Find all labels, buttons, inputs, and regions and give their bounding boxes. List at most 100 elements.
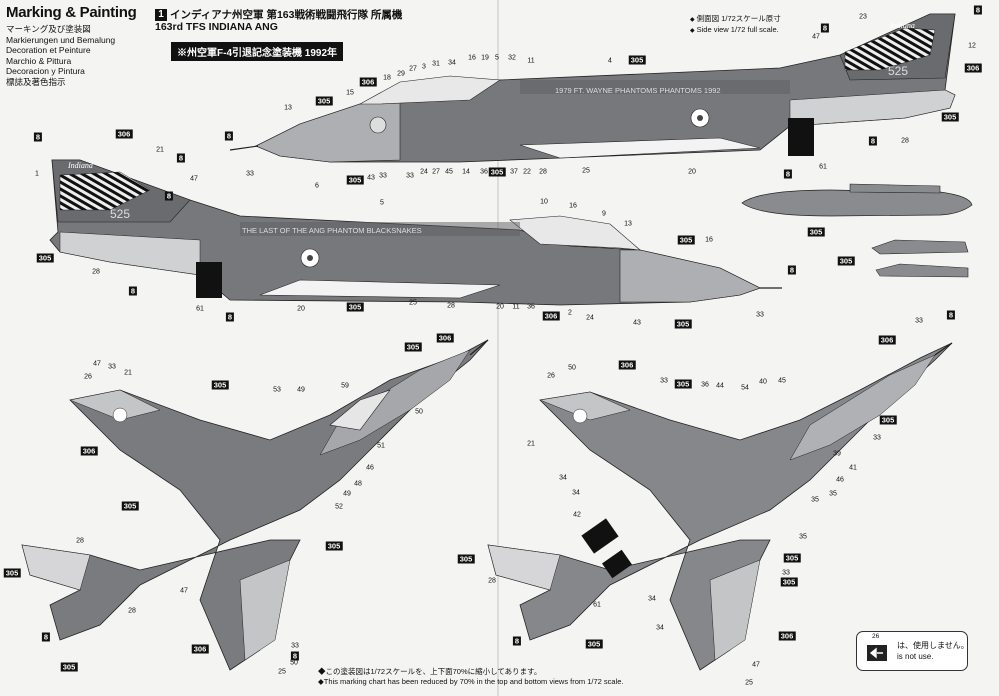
decal-callout: 35 <box>799 533 807 541</box>
decal-callout: 50 <box>568 364 576 372</box>
decal-callout: 32 <box>508 54 516 62</box>
decal-callout: 20 <box>297 305 305 313</box>
decal-callout: 21 <box>156 146 164 154</box>
decal-callout: 16 <box>569 202 577 210</box>
decal-callout: 21 <box>527 440 535 448</box>
decal-callout: 34 <box>572 489 580 497</box>
decal-callout: 306 <box>115 129 133 139</box>
decal-callout: 306 <box>436 333 454 343</box>
decal-callout: 306 <box>618 360 636 370</box>
decal-callout: 47 <box>752 661 760 669</box>
decal-callout: 28 <box>488 577 496 585</box>
decal-callout: 35 <box>829 490 837 498</box>
legend-badge: 26 <box>872 633 880 640</box>
scheme-title-en: 163rd TFS INDIANA ANG <box>155 21 278 33</box>
decal-callout: 305 <box>488 167 506 177</box>
side-view-note-jp: 側面図 1/72スケール原寸 <box>690 14 781 23</box>
fuselage-text-right: 1979 FT. WAYNE PHANTOMS PHANTOMS 1992 <box>555 86 721 95</box>
decal-callout: 33 <box>915 317 923 325</box>
decal-callout: 47 <box>180 587 188 595</box>
bottom-view <box>487 342 953 671</box>
legend-text-jp: は、使用しません。 <box>897 641 969 650</box>
decal-callout: 8 <box>783 169 793 179</box>
decal-callout: 46 <box>836 476 844 484</box>
decal-callout: 33 <box>660 377 668 385</box>
decal-callout: 305 <box>941 112 959 122</box>
decal-callout: 33 <box>108 363 116 371</box>
tail-number-right: 525 <box>888 64 908 78</box>
decal-callout: 25 <box>582 167 590 175</box>
reduction-note: ◆この塗装図は1/72スケールを、上下面70%に縮小してあります。 ◆This … <box>318 667 624 686</box>
decal-callout: 41 <box>849 464 857 472</box>
decal-callout: 305 <box>121 501 139 511</box>
decal-callout: 306 <box>359 77 377 87</box>
decal-callout: 42 <box>573 511 581 519</box>
decal-callout: 305 <box>315 96 333 106</box>
decal-callout: 36 <box>527 303 535 311</box>
decal-sample-icon <box>867 645 887 661</box>
decal-callout: 29 <box>397 70 405 78</box>
decal-callout: 25 <box>409 299 417 307</box>
decal-callout: 33 <box>291 642 299 650</box>
decal-callout: 8 <box>33 132 43 142</box>
decal-callout: 34 <box>648 595 656 603</box>
decal-callout: 43 <box>633 319 641 327</box>
decal-callout: 49 <box>343 490 351 498</box>
decal-callout: 33 <box>406 172 414 180</box>
decal-callout: 47 <box>93 360 101 368</box>
decal-callout: 8 <box>128 286 138 296</box>
decal-callout: 306 <box>878 335 896 345</box>
decal-callout: 19 <box>481 54 489 62</box>
fuselage-text-left: THE LAST OF THE ANG PHANTOM BLACKSNAKES <box>242 226 422 235</box>
decal-callout: 20 <box>496 303 504 311</box>
decal-callout: 18 <box>383 74 391 82</box>
decal-callout: 34 <box>448 59 456 67</box>
language-de: Markierungen und Bemalung <box>6 34 116 45</box>
decal-callout: 50 <box>290 659 298 667</box>
decal-callout: 33 <box>379 172 387 180</box>
decal-callout: 46 <box>366 464 374 472</box>
decal-callout: 4 <box>608 57 612 65</box>
decal-callout: 8 <box>225 312 235 322</box>
decal-callout: 8 <box>224 131 234 141</box>
decal-callout: 27 <box>409 65 417 73</box>
tail-script-left: Indiana <box>67 161 93 170</box>
decal-callout: 16 <box>468 54 476 62</box>
decal-callout: 9 <box>602 210 606 218</box>
decal-callout: 11 <box>527 57 535 65</box>
decal-callout: 59 <box>341 382 349 390</box>
decal-callout: 8 <box>946 310 956 320</box>
decal-callout: 20 <box>688 168 696 176</box>
decal-callout: 305 <box>674 379 692 389</box>
decal-callout: 47 <box>812 33 820 41</box>
decal-callout: 33 <box>246 170 254 178</box>
unused-decal-legend: 26 は、使用しません。 is not use. <box>856 631 969 671</box>
side-view-right <box>229 13 956 163</box>
side-view-note: 側面図 1/72スケール原寸 Side view 1/72 full scale… <box>690 14 781 36</box>
center-fold <box>497 0 499 696</box>
decal-callout: 15 <box>346 89 354 97</box>
decal-callout: 47 <box>190 175 198 183</box>
decal-callout: 28 <box>901 137 909 145</box>
decal-callout: 8 <box>164 191 174 201</box>
language-fr: Decoration et Peinture <box>6 45 91 55</box>
top-view <box>21 339 489 671</box>
decal-callout: 305 <box>404 342 422 352</box>
decal-callout: 40 <box>759 378 767 386</box>
decal-callout: 305 <box>457 554 475 564</box>
scheme-number: 1 <box>155 9 167 21</box>
decal-callout: 3 <box>422 63 426 71</box>
decal-callout: 8 <box>290 651 300 661</box>
decal-callout: 13 <box>624 220 632 228</box>
decal-callout: 8 <box>176 153 186 163</box>
decal-callout: 22 <box>523 168 531 176</box>
legend-text-en: is not use. <box>897 652 934 661</box>
decal-callout: 39 <box>833 450 841 458</box>
decal-callout: 43 <box>367 174 375 182</box>
decal-callout: 12 <box>968 42 976 50</box>
commemorative-banner: ※州空軍F-4引退記念塗装機 1992年 <box>171 42 344 61</box>
decal-callout: 6 <box>315 182 319 190</box>
language-list: マーキング及び塗装図 Markierungen und Bemalung Dec… <box>6 24 115 87</box>
